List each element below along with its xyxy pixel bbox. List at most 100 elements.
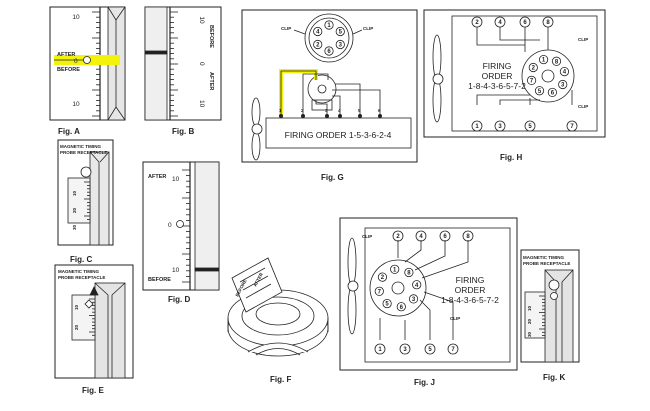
fig-a-scale-bottom: 10 bbox=[72, 101, 80, 108]
fig-g-cap-terminal-number: 5 bbox=[339, 30, 343, 36]
fig-d: AFTER BEFORE 10 0 10 Fig. D bbox=[142, 161, 220, 304]
fig-j-cap-terminal-number: 1 bbox=[393, 267, 397, 273]
fig-g-cylinder-number: 1 bbox=[279, 108, 282, 113]
fig-j-firing-order: 1-8-4-3-6-5-7-2 bbox=[441, 295, 499, 305]
fig-h-caption: Fig. H bbox=[500, 153, 522, 162]
fig-j-cylinder-bottom-number: 7 bbox=[451, 347, 455, 353]
fig-k-caption: Fig. K bbox=[543, 373, 565, 382]
fig-e-twenty: 20 bbox=[74, 324, 79, 330]
fig-f-after-scale: AFTER bbox=[252, 271, 264, 287]
fig-h-cap-terminal bbox=[547, 87, 557, 98]
fig-h-cap-terminal-number: 2 bbox=[532, 66, 536, 72]
fig-j-cap-terminal-number: 8 bbox=[407, 271, 411, 277]
fig-g-cap-terminal bbox=[313, 39, 323, 50]
fig-j-cap-terminal-number: 5 bbox=[385, 302, 389, 308]
fig-j-cylinder-top-number: 2 bbox=[396, 234, 400, 240]
fig-j-cap-terminal-number: 6 bbox=[400, 305, 404, 311]
fig-j-cap-terminal-number: 2 bbox=[381, 275, 385, 281]
fig-j-cap-terminal bbox=[404, 267, 414, 278]
fig-h-cylinder-bottom bbox=[524, 120, 536, 132]
fig-h-cap-terminal bbox=[534, 86, 545, 96]
fig-h-cap-terminal bbox=[539, 54, 549, 65]
fig-h-cylinder-bottom-number: 5 bbox=[528, 124, 532, 130]
fig-h-cylinder-top-number: 2 bbox=[475, 20, 479, 26]
fig-g-cylinder-terminal bbox=[278, 114, 283, 119]
fig-h-clip-bottom: CLIP bbox=[578, 104, 588, 109]
fig-j-cylinder-bottom bbox=[424, 343, 436, 355]
fig-g-cylinder-terminal bbox=[324, 114, 329, 119]
fig-b: 10 0 10 BEFORE AFTER Fig. B bbox=[144, 6, 222, 136]
fig-g-distributor-cap bbox=[304, 13, 354, 63]
fig-h-distributor-cap bbox=[521, 49, 575, 103]
fig-h-cylinder-top-number: 6 bbox=[523, 20, 527, 26]
fig-j-cap-terminal bbox=[377, 272, 388, 282]
fig-k-thirty: 30 bbox=[527, 331, 532, 337]
fig-c-thirty: 30 bbox=[72, 224, 77, 230]
fig-g-cylinder-terminal bbox=[300, 114, 305, 119]
fig-g-cap-terminal-number: 4 bbox=[316, 30, 320, 36]
fig-a-caption: Fig. A bbox=[58, 127, 80, 136]
fig-b-before-label: BEFORE bbox=[208, 25, 214, 48]
fig-h-cap-terminal-number: 7 bbox=[530, 78, 534, 84]
fig-g-firing-order: FIRING ORDER 1-5-3-6-2-4 bbox=[285, 130, 392, 140]
fig-h-clip-top: CLIP bbox=[578, 37, 588, 42]
fig-h-cap-terminal bbox=[558, 79, 568, 90]
fig-h-cap-terminal-number: 1 bbox=[542, 58, 546, 64]
fig-f: BEFORE AFTER Fig. F bbox=[227, 257, 329, 384]
fig-j-clip-bottom: CLIP bbox=[450, 316, 460, 321]
fig-d-scale-top: 10 bbox=[172, 176, 180, 183]
fig-h-cylinder-top-number: 4 bbox=[498, 20, 502, 26]
fig-h-cap-terminal bbox=[526, 75, 537, 85]
fig-h-cylinder-bottom-number: 7 bbox=[570, 124, 574, 130]
fig-g-cylinder-number: 6 bbox=[378, 108, 381, 113]
fig-h-cap-terminal-number: 8 bbox=[555, 59, 559, 65]
fig-j-clip-top: CLIP bbox=[362, 234, 372, 239]
fig-j-cap-terminal bbox=[412, 280, 422, 290]
fig-j-cylinder-bottom-number: 5 bbox=[428, 347, 432, 353]
fig-j-cap-terminal bbox=[408, 294, 419, 304]
fig-g-cap-terminal-number: 3 bbox=[339, 43, 343, 49]
fig-e-ten: 10 bbox=[74, 304, 79, 310]
fig-b-caption: Fig. B bbox=[172, 127, 194, 136]
fig-j-cylinder-bottom bbox=[374, 343, 386, 355]
fig-c-twenty: 20 bbox=[72, 207, 77, 213]
fig-g-clip-left: CLIP bbox=[281, 26, 291, 31]
fig-h-cylinder-bottom bbox=[494, 120, 506, 132]
fig-g-cap-terminal bbox=[313, 26, 323, 37]
fig-g-cylinder-terminal bbox=[337, 114, 342, 119]
fig-h-cylinder-bottom-number: 1 bbox=[475, 124, 479, 130]
fig-g-cap-terminal bbox=[335, 39, 345, 50]
fig-a-scale-top: 10 bbox=[72, 14, 80, 21]
fig-d-zero: 0 bbox=[168, 222, 172, 229]
fig-k: MAGNETIC TIMING PROBE RECEPTACLE 10 20 3… bbox=[520, 249, 580, 382]
fig-b-zero: 0 bbox=[198, 62, 205, 66]
fig-g-cap-terminal-number: 1 bbox=[327, 23, 331, 29]
fig-a-zero: 0 bbox=[74, 58, 78, 65]
fig-g-cap-terminal bbox=[324, 46, 334, 56]
fig-j-cylinder-bottom-number: 1 bbox=[378, 347, 382, 353]
fig-e-label-2: PROBE RECEPTACLE bbox=[58, 275, 105, 280]
fig-h-order-label: ORDER bbox=[482, 71, 513, 81]
fig-g-cylinder-number: 5 bbox=[358, 108, 361, 113]
fig-g-cap-terminal bbox=[324, 20, 334, 30]
fig-h-cap-terminal-number: 3 bbox=[561, 83, 565, 89]
fig-j-cylinder-top-number: 4 bbox=[419, 234, 423, 240]
fig-g-highlight-wire bbox=[279, 69, 318, 116]
fig-j-cylinder-bottom bbox=[447, 343, 459, 355]
fig-g-cap-terminal-number: 6 bbox=[327, 49, 331, 55]
fig-j-firing-label: FIRING bbox=[456, 275, 485, 285]
fig-f-caption: Fig. F bbox=[270, 375, 291, 384]
fig-d-before-label: BEFORE bbox=[148, 277, 171, 283]
fig-d-after-label: AFTER bbox=[148, 174, 166, 180]
fig-h-cylinder-bottom bbox=[566, 120, 578, 132]
fig-j-cap-terminal bbox=[396, 302, 406, 312]
fig-g-cap-terminal bbox=[335, 26, 345, 37]
fig-g-cylinder-number: 2 bbox=[301, 108, 304, 113]
fig-c-label-1: MAGNETIC TIMING bbox=[60, 144, 101, 149]
fig-k-twenty: 20 bbox=[527, 318, 532, 324]
fig-k-ten: 10 bbox=[527, 305, 532, 311]
fig-h-firing-order: 1-8-4-3-6-5-7-2 bbox=[468, 81, 526, 91]
fig-k-label-1: MAGNETIC TIMING bbox=[523, 255, 564, 260]
